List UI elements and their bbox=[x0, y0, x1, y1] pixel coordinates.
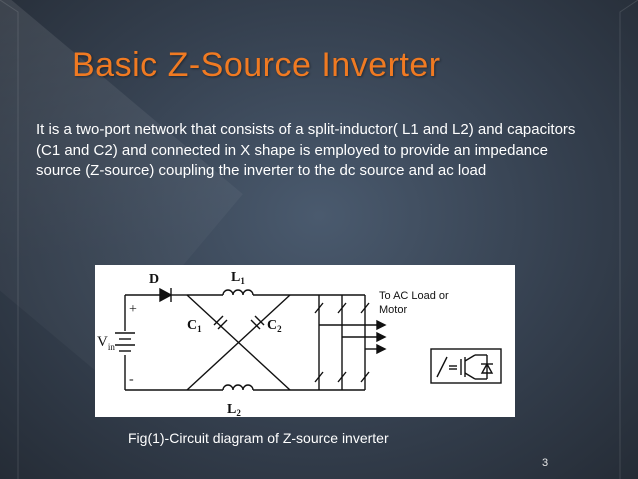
circuit-svg: D + - Vin L1 L2 C1 C2 To AC Load or Moto… bbox=[97, 270, 502, 418]
slide-title: Basic Z-Source Inverter bbox=[72, 46, 441, 84]
switch-igbt-icon bbox=[430, 348, 502, 384]
slide-body-text: It is a two-port network that consists o… bbox=[36, 121, 576, 179]
capacitor-c2-label: C2 bbox=[267, 318, 282, 334]
output-arrows bbox=[319, 319, 387, 355]
load-label-line2: Motor bbox=[379, 304, 407, 316]
inverter-bridge bbox=[314, 295, 370, 390]
load-label-line1: To AC Load or bbox=[379, 290, 449, 302]
battery-icon bbox=[115, 332, 135, 352]
wire-x-diagonal-2 bbox=[186, 294, 291, 391]
diode-icon bbox=[159, 287, 173, 303]
page-number: 3 bbox=[542, 457, 549, 469]
capacitor-c2-icon bbox=[250, 315, 265, 330]
circuit-diagram: D + - Vin L1 L2 C1 C2 To AC Load or Moto… bbox=[95, 265, 515, 418]
source-voltage-label: Vin bbox=[97, 334, 115, 352]
inductor-l1-label: L1 bbox=[231, 270, 245, 286]
minus-label: - bbox=[129, 372, 134, 387]
diode-label: D bbox=[149, 272, 159, 287]
inductor-l1-icon bbox=[222, 289, 254, 296]
plus-label: + bbox=[129, 302, 137, 317]
capacitor-c1-icon bbox=[213, 315, 228, 330]
inductor-l2-label: L2 bbox=[227, 402, 241, 417]
capacitor-c1-label: C1 bbox=[187, 318, 202, 334]
inductor-l2-icon bbox=[222, 384, 254, 391]
figure-caption: Fig(1)-Circuit diagram of Z-source inver… bbox=[128, 430, 389, 446]
